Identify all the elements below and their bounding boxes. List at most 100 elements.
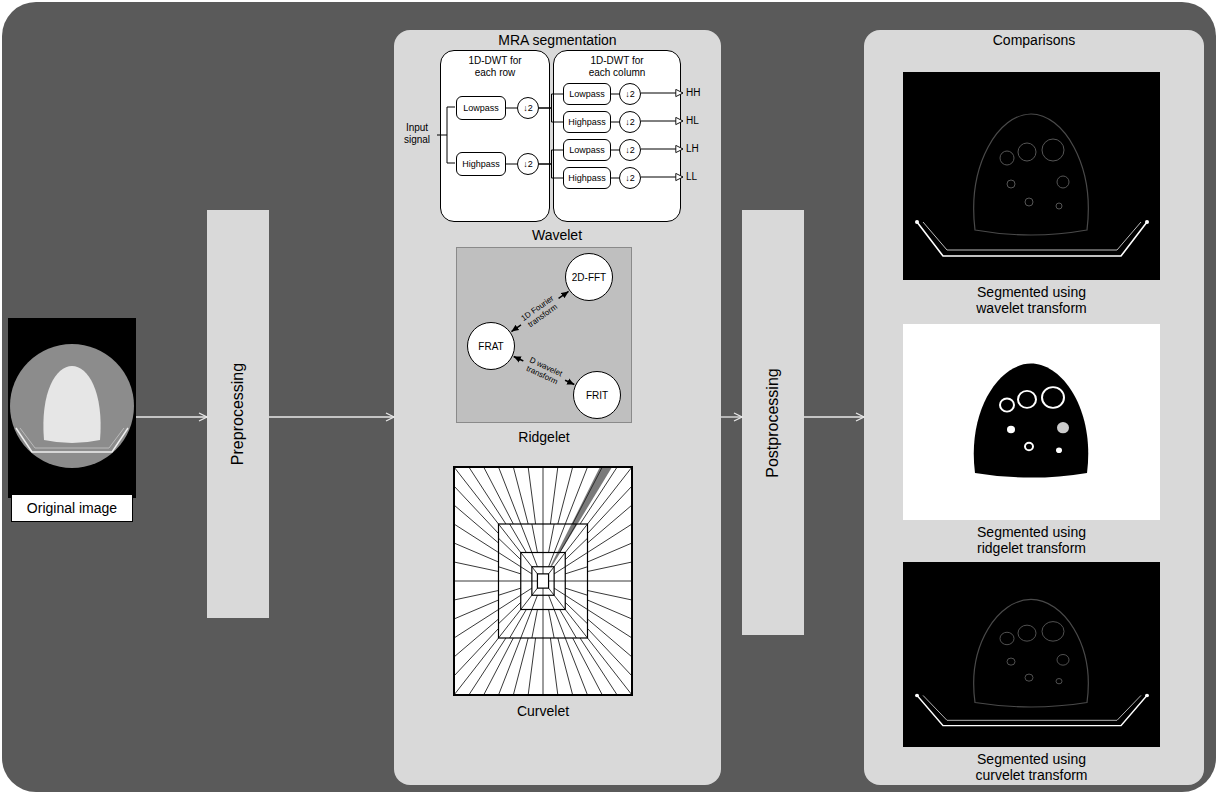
tiling-ray bbox=[580, 638, 617, 695]
tiling-ray bbox=[469, 467, 506, 524]
tiling-ray bbox=[554, 588, 565, 595]
ridgelet-box: 2D-FFTFRATFRITRidgelet bbox=[456, 247, 632, 423]
tiling-ray bbox=[543, 567, 544, 574]
tiling-ray bbox=[521, 524, 532, 553]
tiling-ray bbox=[554, 610, 565, 639]
connector bbox=[539, 94, 563, 108]
input-wire bbox=[437, 107, 455, 163]
label-holder: HL bbox=[686, 114, 699, 128]
connector bbox=[721, 416, 742, 417]
tiling-ray bbox=[573, 638, 603, 695]
tiling-ray bbox=[454, 505, 499, 543]
transform-circle: FRIT bbox=[573, 371, 621, 419]
tiling-ray bbox=[573, 467, 603, 524]
tiling-ray bbox=[588, 505, 633, 543]
tiling-ray bbox=[543, 595, 544, 609]
connector bbox=[611, 178, 619, 179]
tiling-ray bbox=[588, 524, 633, 553]
tiling-ray bbox=[588, 638, 633, 695]
tiling-ray bbox=[513, 638, 528, 695]
tiling-ray bbox=[565, 638, 587, 695]
transform-circle: 2D-FFT bbox=[565, 253, 613, 301]
subband-label: LH bbox=[686, 142, 699, 156]
tiling-ray bbox=[532, 595, 538, 609]
connector bbox=[539, 150, 563, 164]
downsample-circle: ↓2 bbox=[619, 83, 641, 105]
connector bbox=[136, 416, 207, 417]
tiling-ray bbox=[499, 638, 521, 695]
node-text: ↓2 bbox=[625, 145, 635, 155]
tiling-ray bbox=[558, 638, 573, 695]
tiling-ray bbox=[565, 467, 587, 524]
tiling-ray bbox=[532, 524, 538, 553]
connector bbox=[611, 94, 619, 95]
node-text: FRAT bbox=[478, 341, 503, 352]
edge-label: 1D Fourier transform bbox=[515, 290, 564, 333]
node-text: Comparisons bbox=[864, 30, 1204, 48]
tiling-ray bbox=[499, 581, 521, 582]
tiling-ray bbox=[484, 638, 514, 695]
connector bbox=[506, 108, 517, 109]
tiling-ray bbox=[454, 467, 499, 524]
node-text: Wavelet bbox=[398, 227, 716, 243]
downsample-circle: ↓2 bbox=[619, 111, 641, 133]
tiling-ray bbox=[499, 602, 521, 623]
connector bbox=[611, 150, 619, 151]
tiling-ray bbox=[521, 581, 532, 582]
tiling-ray bbox=[588, 543, 633, 562]
subband-label: LL bbox=[686, 170, 697, 184]
connector bbox=[539, 164, 563, 178]
tiling-ray bbox=[565, 588, 587, 595]
tiling-ray bbox=[454, 638, 499, 695]
tiling-ray bbox=[549, 524, 555, 553]
tiling-ray bbox=[588, 591, 633, 601]
downsample-circle: ↓2 bbox=[619, 167, 641, 189]
node-text: Curvelet bbox=[468, 703, 618, 719]
connector bbox=[611, 122, 619, 123]
tiling-ring bbox=[532, 567, 554, 596]
segmented-image bbox=[903, 562, 1160, 747]
tiling-ray bbox=[499, 553, 521, 567]
tiling-ray bbox=[543, 638, 544, 695]
node-text: Lowpass bbox=[463, 103, 499, 113]
tiling-ring bbox=[521, 553, 566, 610]
tiling-ray bbox=[549, 567, 555, 574]
tiling-ray bbox=[521, 588, 532, 595]
node-text: Postprocessing bbox=[764, 368, 782, 477]
tiling-ray bbox=[499, 567, 521, 574]
filter-box: Highpass bbox=[563, 111, 611, 133]
tiling-ray bbox=[549, 581, 555, 582]
tiling-ray bbox=[521, 595, 532, 609]
tiling-ray bbox=[454, 619, 499, 657]
connector bbox=[804, 416, 864, 417]
tiling-ray bbox=[510, 524, 527, 553]
tiling-ray bbox=[554, 581, 565, 582]
label-holder: Input signal bbox=[399, 122, 435, 146]
filter-box: Lowpass bbox=[456, 96, 506, 120]
node-text: Segmented using ridgelet transform bbox=[957, 524, 1107, 556]
signal-label: Input signal bbox=[399, 122, 435, 146]
tiling-ray bbox=[580, 467, 617, 524]
tiling-ray bbox=[499, 588, 521, 595]
node-text: FRIT bbox=[586, 390, 608, 401]
tiling-ray bbox=[588, 629, 633, 677]
label-holder: HH bbox=[686, 86, 700, 100]
tiling-ray bbox=[499, 538, 521, 559]
tiling-ray bbox=[454, 562, 499, 572]
edge-label: D wavelet transform bbox=[519, 352, 569, 389]
tiling-ray bbox=[454, 629, 499, 677]
tiling-ray bbox=[454, 581, 499, 582]
tiling-ray bbox=[554, 595, 565, 609]
node-text: Highpass bbox=[568, 173, 606, 183]
tiling-ray bbox=[543, 524, 544, 553]
curvelet-tiling bbox=[454, 467, 632, 695]
node-text: 1D-DWT for each column bbox=[584, 55, 650, 79]
label-holder: LH bbox=[686, 142, 699, 156]
tiling-ray bbox=[521, 567, 532, 574]
tiling-ray bbox=[454, 486, 499, 534]
tiling-ray bbox=[499, 595, 521, 609]
tiling-ray bbox=[521, 553, 532, 567]
tiling-ray bbox=[484, 467, 514, 524]
tiling-ground bbox=[454, 467, 632, 695]
